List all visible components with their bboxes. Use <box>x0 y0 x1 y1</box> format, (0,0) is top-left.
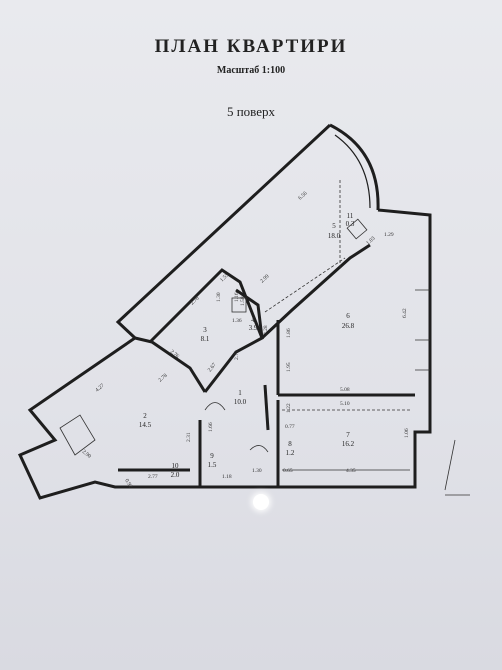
room-10-num: 10 <box>172 462 180 470</box>
room-10-area: 2.0 <box>171 471 180 479</box>
dim-label: 0.65 <box>283 468 293 474</box>
dim-label: 1.03 <box>365 235 376 246</box>
dim-label: 2.90 <box>81 449 92 460</box>
room-7-num: 7 <box>346 431 350 439</box>
shaft-box-bay <box>346 218 368 240</box>
dim-label: 5.08 <box>340 387 350 393</box>
room-4-num: 4 <box>251 316 255 324</box>
dim-label: 2.67 <box>207 362 218 373</box>
dim-label: 1.30 <box>216 292 222 302</box>
dim-label: 1.36 <box>232 318 242 324</box>
dim-label: 2.78 <box>189 295 200 306</box>
room-2-area: 14.5 <box>139 421 152 429</box>
room-6-num: 6 <box>346 312 350 320</box>
room-7-area: 16.2 <box>342 440 355 448</box>
dim-label: 5.10 <box>340 401 350 407</box>
dim-label: 1.30 <box>252 468 262 474</box>
room-11-num: 11 <box>347 212 354 220</box>
room-3-num: 3 <box>203 326 207 334</box>
dim-label: 1.18 <box>222 474 232 480</box>
dim-label: 2.76 <box>169 349 180 360</box>
dim-label: 1.58 <box>240 296 246 306</box>
dim-label: 4.35 <box>346 468 356 474</box>
wall-hall-left <box>151 340 207 393</box>
room-4-area: 3.9 <box>249 324 258 332</box>
room-labels: 5 18.0 11 0.3 6 26.8 3 8.1 4 3.9 1 10.0 … <box>139 212 355 479</box>
wall-room4 <box>235 288 264 339</box>
dim-label: 2.78 <box>157 373 168 384</box>
dim-label: 2.77 <box>148 474 158 480</box>
dim-label: 2.99 <box>259 273 270 284</box>
room-6-area: 26.8 <box>342 322 355 330</box>
room-3-area: 8.1 <box>201 335 210 343</box>
dim-label: 0.77 <box>285 424 295 430</box>
dim-label: 2.31 <box>186 432 192 442</box>
room-2-num: 2 <box>143 412 147 420</box>
room-5-num: 5 <box>332 222 336 230</box>
light-glare <box>253 494 269 510</box>
room-1-num: 1 <box>238 389 242 397</box>
dim-label: 6.56 <box>297 190 308 201</box>
room-9-area: 1.5 <box>208 461 217 469</box>
scale-label: Масштаб 1:100 <box>216 65 286 76</box>
bay-wall <box>329 123 380 211</box>
floor-label: 5 поверх <box>226 104 276 119</box>
room-11-area: 0.3 <box>346 220 355 228</box>
wall-room3 <box>148 268 264 393</box>
room-8-num: 8 <box>288 440 292 448</box>
dim-label: 1.66 <box>208 422 214 432</box>
dim-label: 1.55 <box>219 272 230 283</box>
dim-label: 1.95 <box>286 362 292 372</box>
dim-label: 1.86 <box>286 328 292 338</box>
dim-label: 1.29 <box>384 232 394 238</box>
plan-title: ПЛАН КВАРТИРИ <box>154 36 348 57</box>
dim-label: 1.16 <box>234 292 240 302</box>
outer-wall <box>17 123 432 500</box>
room-8-area: 1.2 <box>286 449 295 457</box>
dim-label: 2.72 <box>234 350 240 360</box>
bay-wall-inner <box>334 134 371 209</box>
dim-label: 6.42 <box>402 308 408 318</box>
dim-label: 1.06 <box>404 428 410 438</box>
room-5-area: 18.0 <box>328 232 341 240</box>
dimension-labels: 6.56 2.99 1.03 1.29 6.42 5.08 5.10 1.06 … <box>81 190 410 489</box>
dim-label: 1.22 <box>286 403 292 413</box>
room-1-area: 10.0 <box>234 398 247 406</box>
dim-label: 3.28 <box>263 325 269 335</box>
dim-label: 4.27 <box>94 383 105 394</box>
dim-label: 0.92 <box>123 478 133 490</box>
shaft-box <box>231 297 247 313</box>
wall-hall-right <box>263 384 270 431</box>
wall-room2-top <box>134 336 153 344</box>
room-9-num: 9 <box>210 452 214 460</box>
